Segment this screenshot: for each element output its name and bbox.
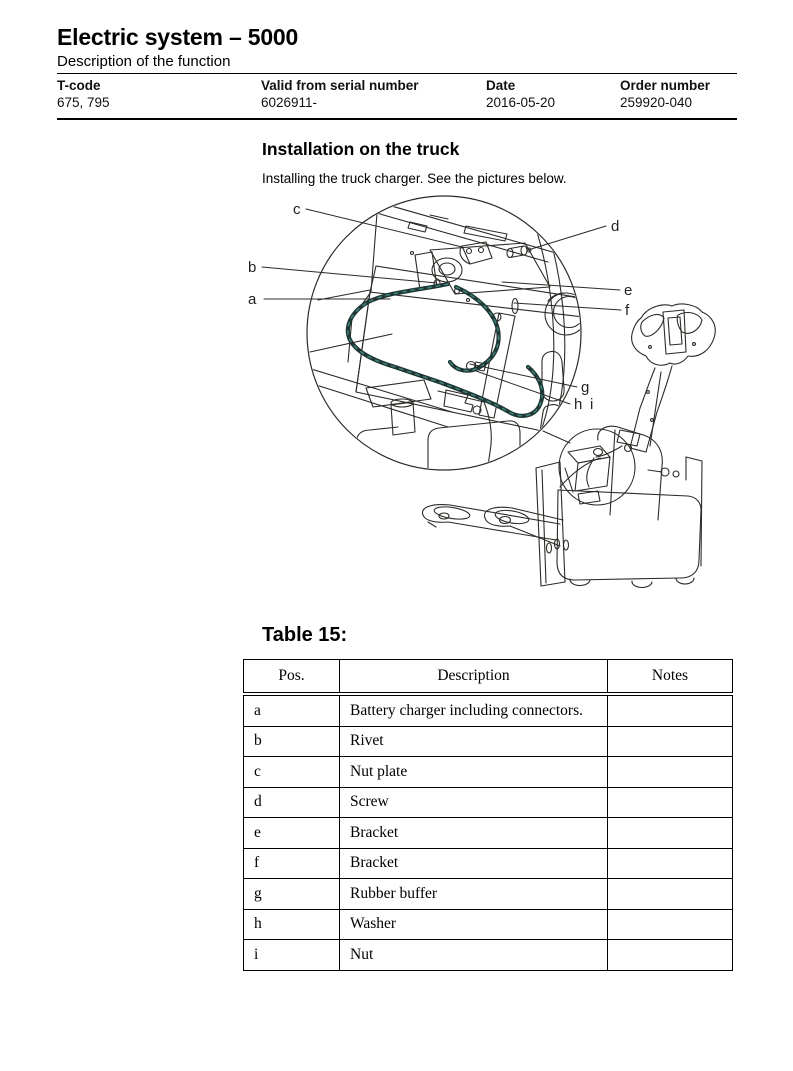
cell-description: Rivet — [339, 725, 608, 757]
label-i: i — [590, 396, 593, 413]
cell-notes — [607, 847, 733, 879]
cell-pos: c — [243, 756, 340, 788]
truck-illustration — [421, 303, 716, 589]
forks — [421, 504, 564, 547]
truck-detail-circle — [558, 428, 636, 506]
info-label: Valid from serial number — [261, 78, 419, 93]
info-label: T-code — [57, 78, 101, 93]
table-row: d Screw — [243, 786, 733, 818]
charger-cable — [345, 281, 545, 418]
cell-notes — [607, 786, 733, 818]
column-header-description: Description — [339, 659, 608, 696]
label-h: h — [574, 396, 582, 413]
table-caption: Table 15: — [262, 624, 348, 646]
table-row: h Washer — [243, 908, 733, 940]
truck-body — [535, 425, 703, 589]
cell-description: Nut plate — [339, 756, 608, 788]
info-col-date: Date 2016-05-20 — [486, 78, 620, 110]
cell-pos: d — [243, 786, 340, 818]
leader-d — [527, 225, 607, 251]
cell-description: Nut — [339, 939, 608, 971]
battery-charger-box — [355, 265, 580, 437]
table-row: a Battery charger including connectors. — [243, 693, 733, 727]
info-value: 6026911- — [261, 95, 318, 110]
info-col-tcode: T-code 675, 795 — [57, 78, 261, 110]
leader-b — [261, 266, 438, 284]
table-row: e Bracket — [243, 817, 733, 849]
section-body-text: Installing the truck charger. See the pi… — [262, 171, 567, 186]
info-value: 2016-05-20 — [486, 95, 556, 110]
detail-link-line — [542, 430, 571, 444]
cell-description: Bracket — [339, 847, 608, 879]
leader-hi — [475, 370, 571, 405]
cell-notes — [607, 756, 733, 788]
cell-notes — [607, 817, 733, 849]
cell-notes — [607, 908, 733, 940]
cell-notes — [607, 878, 733, 910]
cell-pos: e — [243, 817, 340, 849]
page-subtitle: Description of the function — [57, 53, 231, 70]
cell-notes — [607, 725, 733, 757]
leader-f — [513, 302, 622, 311]
info-label: Order number — [620, 78, 711, 93]
cell-notes — [607, 693, 733, 727]
table-row: g Rubber buffer — [243, 878, 733, 910]
cell-description: Screw — [339, 786, 608, 818]
leader-e — [501, 281, 621, 291]
cell-pos: h — [243, 908, 340, 940]
label-f: f — [625, 302, 630, 319]
info-value: 675, 795 — [57, 95, 110, 110]
cell-pos: b — [243, 725, 340, 757]
nut-plate — [459, 241, 493, 265]
column-header-pos: Pos. — [243, 659, 340, 696]
tiller-handle — [631, 303, 716, 366]
cell-description: Washer — [339, 908, 608, 940]
cell-pos: a — [243, 693, 340, 727]
tiller-arm — [595, 365, 673, 458]
screw-detail — [506, 245, 532, 259]
label-b: b — [248, 259, 256, 276]
label-g: g — [581, 379, 589, 396]
cell-description: Bracket — [339, 817, 608, 849]
detail-circle — [306, 195, 582, 471]
table-row: b Rivet — [243, 725, 733, 757]
label-c: c — [293, 201, 301, 218]
info-col-serial: Valid from serial number 6026911- — [261, 78, 486, 110]
label-d: d — [611, 218, 619, 235]
info-value: 259920-040 — [620, 95, 693, 110]
leader-g — [469, 363, 578, 388]
parts-table: Pos. Description Notes a Battery charger… — [243, 659, 733, 971]
detail-interior — [308, 197, 580, 469]
cell-description: Battery charger including connectors. — [339, 693, 608, 727]
table-row: f Bracket — [243, 847, 733, 879]
cell-notes — [607, 939, 733, 971]
document-info-bar: T-code 675, 795 Valid from serial number… — [57, 73, 737, 120]
info-label: Date — [486, 78, 516, 93]
table-header-row: Pos. Description Notes — [243, 659, 733, 696]
info-col-order: Order number 259920-040 — [620, 78, 737, 110]
figure-labels: c d b a e f g h i — [248, 201, 632, 413]
label-e: e — [624, 282, 632, 299]
charger-connector-bracket — [414, 242, 551, 295]
section-heading: Installation on the truck — [262, 139, 460, 159]
cell-pos: i — [243, 939, 340, 971]
cell-description: Rubber buffer — [339, 878, 608, 910]
label-a: a — [248, 291, 257, 308]
cell-pos: f — [243, 847, 340, 879]
cell-pos: g — [243, 878, 340, 910]
column-header-notes: Notes — [607, 659, 733, 696]
table-row: i Nut — [243, 939, 733, 971]
leader-c — [305, 208, 463, 248]
table-row: c Nut plate — [243, 756, 733, 788]
page-title: Electric system – 5000 — [57, 24, 299, 50]
